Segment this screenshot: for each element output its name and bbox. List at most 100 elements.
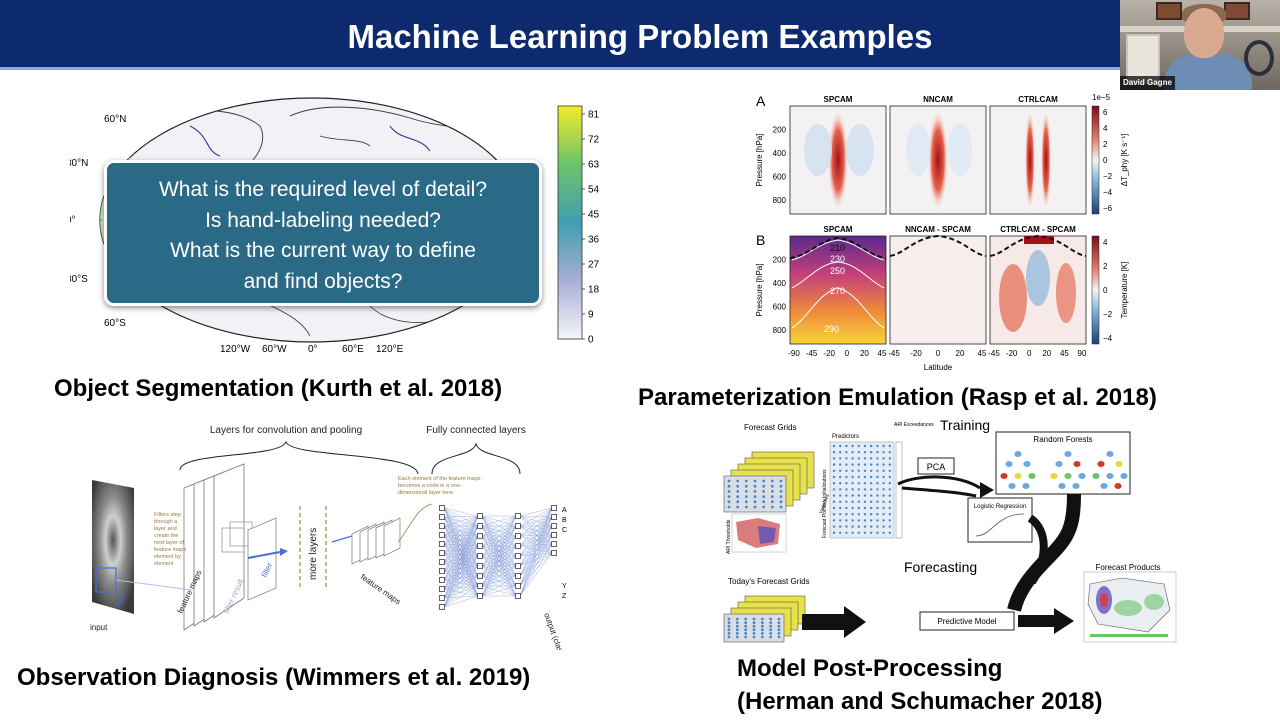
predictor-point	[876, 482, 879, 485]
grid-point	[744, 628, 748, 632]
output-class-label: C	[562, 527, 567, 534]
fc-connection	[519, 507, 553, 557]
predictor-point	[839, 500, 842, 503]
forecast-products-label: Forecast Products	[1096, 563, 1161, 572]
tree-node	[1115, 461, 1123, 467]
fc-connection	[443, 570, 479, 587]
fc-connection	[519, 507, 553, 527]
fc-connection	[519, 516, 553, 547]
predictor-point	[851, 494, 854, 497]
predictor-point	[863, 513, 867, 516]
fc-brace	[431, 442, 521, 475]
predictor-point	[845, 513, 848, 516]
grid-point	[769, 624, 773, 628]
pooled-layer	[247, 517, 277, 601]
fc-connection	[519, 535, 553, 545]
warm-bias	[1056, 263, 1076, 323]
predictor-point	[839, 451, 842, 454]
grid-point	[779, 479, 783, 483]
fc-connection	[443, 555, 479, 581]
grid-point	[760, 624, 764, 628]
fc-connection	[443, 525, 479, 581]
fc-node	[439, 577, 445, 583]
fc-connection	[519, 525, 553, 554]
grid-point	[770, 500, 774, 504]
fc-node	[515, 533, 521, 539]
predictor-point	[845, 444, 848, 448]
x-axis-label: Latitude	[924, 363, 953, 372]
fc-node	[515, 543, 521, 549]
ari-thresholds-label: ARI Thresholds	[726, 519, 732, 554]
slide-title: Machine Learning Problem Examples	[347, 18, 933, 55]
grid-point	[744, 632, 748, 635]
fc-node	[477, 593, 483, 599]
predictor-point	[882, 457, 885, 460]
predictor-point	[839, 519, 842, 522]
row-b-label: B	[756, 232, 765, 248]
predictor-point	[870, 457, 873, 460]
fc-connection	[443, 516, 479, 537]
predictor-point	[845, 463, 848, 466]
fc-node	[551, 523, 557, 529]
colorbar-tick-label: 2	[1103, 262, 1108, 271]
fc-connection	[519, 534, 553, 577]
predictor-point	[832, 451, 836, 454]
fc-connection	[443, 555, 479, 590]
fc-connection	[443, 561, 479, 587]
fc-node	[439, 523, 445, 529]
tree-node	[1092, 473, 1100, 479]
fc-connection	[481, 515, 517, 537]
us-shape-inner	[758, 526, 776, 544]
grid-point	[762, 484, 766, 488]
predictor-point	[845, 475, 848, 479]
grid-point	[744, 505, 748, 509]
predictor-point	[832, 482, 836, 485]
fc-connection	[519, 515, 553, 536]
presenter-video[interactable]	[1120, 0, 1280, 90]
lon-label: 0°	[308, 344, 318, 355]
fc-connection	[443, 552, 479, 557]
fc-connection	[443, 535, 479, 590]
colorbar-tick-label: 72	[588, 135, 600, 146]
grid-point	[777, 624, 781, 628]
fc-connection	[443, 552, 479, 567]
fc-connection	[443, 516, 479, 587]
note-pointer	[397, 503, 433, 543]
training-arrow-head	[980, 482, 994, 498]
tree-node	[1097, 461, 1105, 467]
predictor-point	[863, 488, 867, 491]
predictor-point	[882, 506, 885, 510]
x-tick-label: 20	[1042, 349, 1051, 358]
fc-node	[515, 513, 521, 519]
fully-connected-network	[439, 505, 557, 610]
lon-label: 60°W	[262, 344, 287, 355]
fc-connection	[443, 575, 479, 581]
predictor-point	[888, 531, 891, 534]
grid-point	[779, 495, 783, 498]
satellite-input-image	[92, 480, 134, 614]
predictor-point	[851, 457, 854, 460]
todays-grids-label: Today's Forecast Grids	[728, 577, 810, 586]
fc-node	[439, 514, 445, 520]
emulation-figure: A B 210 230 250 270 290 SPCAM	[748, 88, 1142, 372]
predictors-label: Predictors	[832, 434, 859, 440]
predictive-model-box	[919, 611, 1015, 631]
postprocessing-diagram: Forecast Grids Variables Predictors ARI …	[718, 417, 1188, 652]
warm-bias	[999, 264, 1027, 332]
fc-connection	[443, 545, 479, 608]
fc-connection	[481, 525, 517, 597]
fc-connection	[443, 515, 479, 563]
predictor-point	[870, 500, 873, 503]
grid-point	[736, 479, 740, 483]
x-tick-label: -20	[910, 349, 922, 358]
fc-connection	[443, 516, 479, 597]
predictor-point	[863, 482, 867, 485]
grid-point	[735, 632, 739, 635]
fc-connection	[443, 561, 479, 597]
fc-connection	[443, 561, 479, 567]
predictor-point	[888, 500, 891, 503]
tree-node	[1028, 473, 1036, 479]
fc-connection	[481, 545, 517, 597]
fc-node	[439, 559, 445, 565]
grid-point	[736, 505, 740, 509]
